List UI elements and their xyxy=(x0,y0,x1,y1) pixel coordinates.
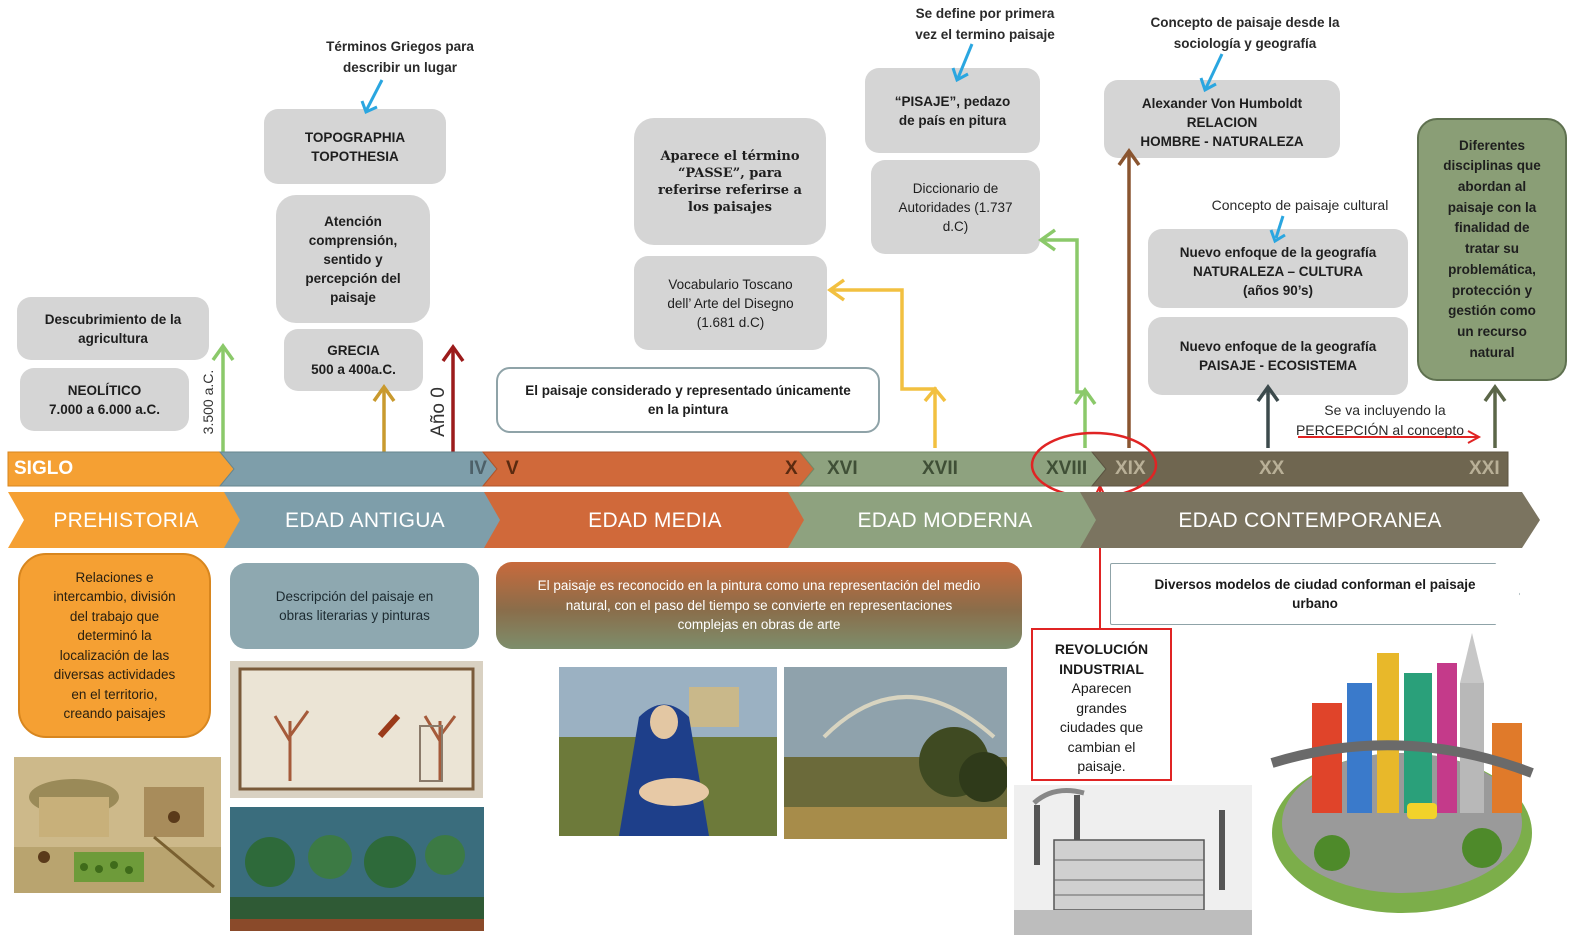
century-xx: XX xyxy=(1259,457,1285,479)
era-chevrons xyxy=(8,492,1540,548)
desc-edad-media: El paisaje es reconocido en la pintura c… xyxy=(496,562,1022,649)
box-paisaje-ecosistema: Nuevo enfoque de la geografía PAISAJE - … xyxy=(1148,317,1408,395)
desc-edad-contemporanea: Diversos modelos de ciudad conforman el … xyxy=(1110,563,1520,625)
note-paisaje-cultural: Concepto de paisaje cultural xyxy=(1211,197,1389,213)
century-xviii: XVIII xyxy=(1046,457,1088,479)
arrow-brown-xix xyxy=(1117,147,1141,448)
box-diferentes-disciplinas: Diferentes disciplinas que abordan al pa… xyxy=(1417,118,1567,381)
callout-arrow-griegos xyxy=(360,79,384,115)
arrow-slate-xx xyxy=(1256,383,1280,448)
desc-edad-antigua: Descripción del paisaje en obras literar… xyxy=(230,563,479,649)
marker-3500ac: 3.500 a.C. xyxy=(200,369,216,435)
box-pisaje: “PISAJE”, pedazo de país en pitura xyxy=(865,68,1040,153)
century-x: X xyxy=(785,457,798,479)
desc-prehistoria: Relaciones e intercambio, división del t… xyxy=(18,553,211,738)
arrow-red-percepcion xyxy=(1298,430,1482,444)
note-percepcion-1: Se va incluyendo la xyxy=(1324,402,1446,418)
era-edad-contemporanea: EDAD CONTEMPORANEA xyxy=(1178,509,1442,532)
box-neolitico: NEOLÍTICO 7.000 a 6.000 a.C. xyxy=(20,368,189,431)
era-edad-moderna: EDAD MODERNA xyxy=(857,509,1033,532)
note-primera-vez: Se define por primera vez el termino pai… xyxy=(915,6,1055,42)
callout-arrow-sociologia xyxy=(1199,53,1224,93)
image-tomb-of-diver xyxy=(230,661,483,798)
box-passe: Aparece el término “PASSE”, para referir… xyxy=(634,118,826,245)
arrow-gold-grecia xyxy=(372,383,396,452)
box-topographia: TOPOGRAPHIA TOPOTHESIA xyxy=(264,109,446,184)
century-v: V xyxy=(506,457,519,479)
box-naturaleza-cultura: Nuevo enfoque de la geografía NATURALEZA… xyxy=(1148,229,1408,308)
callout-arrow-cultural xyxy=(1269,215,1286,244)
box-atencion-comprension: Atención comprensión, sentido y percepci… xyxy=(276,195,430,323)
box-vocabulario-toscano: Vocabulario Toscano dell’ Arte del Diseg… xyxy=(634,256,827,350)
century-band xyxy=(7,451,1509,487)
box-revolucion-industrial: REVOLUCIÓN INDUSTRIAL Aparecen grandes c… xyxy=(1031,628,1172,781)
century-xvii: XVII xyxy=(922,457,958,479)
note-percepcion-2: PERCEPCIÓN al concepto xyxy=(1295,422,1465,438)
arrow-green-xviii xyxy=(1037,228,1097,448)
arrow-green-prehistoria xyxy=(211,342,235,452)
image-rubens-landscape xyxy=(784,667,1007,839)
arrow-olive-xxi xyxy=(1483,383,1507,448)
siglo-label: SIGLO xyxy=(14,457,74,479)
century-xxi: XXI xyxy=(1469,457,1500,479)
era-edad-antigua: EDAD ANTIGUA xyxy=(285,509,445,532)
revolucion-text: Aparecen grandes ciudades que cambian el… xyxy=(1059,680,1144,774)
image-roman-garden-fresco xyxy=(230,807,484,931)
arrow-red-ano0 xyxy=(441,343,465,470)
box-pintura-unica: El paisaje considerado y representado ún… xyxy=(496,367,880,433)
note-sociologia: Concepto de paisaje desde la sociología … xyxy=(1150,15,1340,51)
image-prehistoric-village xyxy=(14,757,221,893)
image-urban-city-globe xyxy=(1270,633,1534,913)
century-iv: IV xyxy=(469,457,487,479)
era-prehistoria: PREHISTORIA xyxy=(53,509,199,532)
box-diccionario-autoridades: Diccionario de Autoridades (1.737 d.C) xyxy=(871,160,1040,254)
box-descubrimiento-agricultura: Descubrimiento de la agricultura xyxy=(17,297,209,360)
revolucion-title: REVOLUCIÓN INDUSTRIAL xyxy=(1054,641,1149,677)
era-edad-media: EDAD MEDIA xyxy=(588,509,722,532)
arrow-yellow-xvii xyxy=(826,278,947,448)
marker-ano-0: Año 0 xyxy=(428,387,449,437)
image-industrial-factory xyxy=(1014,785,1252,935)
note-terminos-griegos: Términos Griegos para describir un lugar xyxy=(326,39,474,75)
callout-arrow-primera xyxy=(951,43,974,83)
image-madonna-painting xyxy=(559,667,777,836)
century-xix: XIX xyxy=(1115,457,1146,479)
century-xvi: XVI xyxy=(827,457,858,479)
box-humboldt: Alexander Von Humboldt RELACION HOMBRE -… xyxy=(1104,80,1340,158)
box-grecia: GRECIA 500 a 400a.C. xyxy=(284,329,423,391)
